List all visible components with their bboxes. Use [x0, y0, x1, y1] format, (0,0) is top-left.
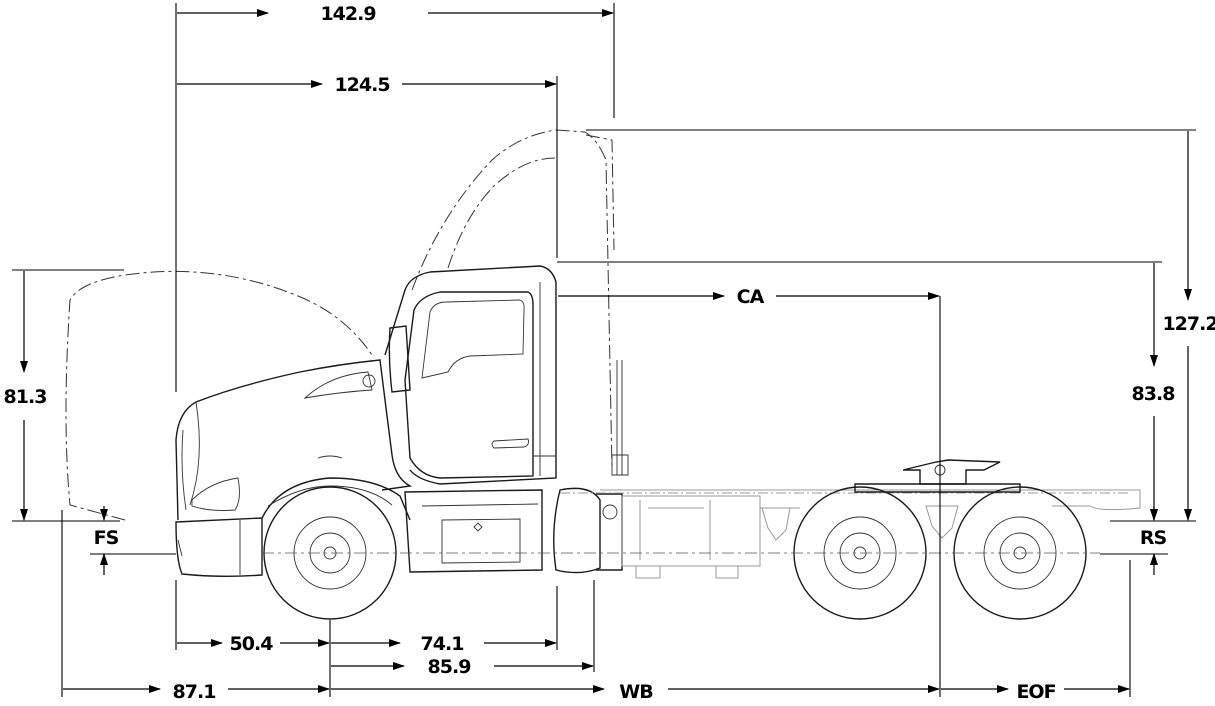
label-bumper-to-axle: 50.4	[230, 633, 274, 655]
rear-wheel-2	[953, 486, 1087, 620]
label-overall-height: 127.2	[1162, 313, 1215, 335]
front-wheel	[263, 486, 397, 620]
label-fs: FS	[94, 527, 119, 549]
label-ca: CA	[737, 286, 765, 308]
hood	[175, 359, 413, 521]
cab-door	[404, 291, 534, 479]
cab-window	[421, 299, 525, 379]
side-mirror	[388, 325, 411, 393]
fuel-step	[404, 489, 543, 573]
label-frame-height: 83.8	[1132, 383, 1176, 405]
battery-box	[621, 495, 761, 567]
label-bumper-overhang: 87.1	[173, 681, 216, 703]
label-wheelbase: WB	[619, 681, 653, 703]
label-rs: RS	[1140, 527, 1167, 549]
front-bumper	[175, 517, 263, 577]
roof-fairing-outline	[411, 129, 613, 471]
label-axle-to-boc: 74.1	[421, 633, 464, 655]
cab	[384, 265, 557, 485]
label-hood-open-height: 81.3	[4, 386, 47, 408]
dimension-lines	[12, 3, 1196, 697]
fifth-wheel	[902, 459, 1001, 485]
dimension-labels: 142.9 124.5 CA 127.2 83.8 81.3 FS RS 50.…	[4, 3, 1215, 703]
truck-outline	[65, 129, 1141, 620]
front-fender	[261, 477, 411, 521]
label-axle-to-bos: 85.9	[428, 656, 471, 678]
label-eof: EOF	[1016, 681, 1055, 703]
fuel-tank	[553, 487, 601, 574]
open-hood-outline	[65, 270, 373, 521]
label-bbc: 124.5	[334, 74, 389, 96]
label-overall-length: 142.9	[320, 3, 375, 25]
